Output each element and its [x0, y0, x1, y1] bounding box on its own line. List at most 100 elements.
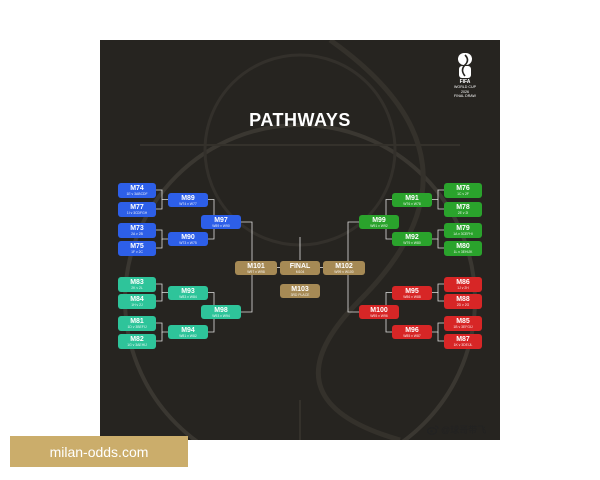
match-box-m97[interactable]: M97 W89 v W90 [201, 215, 241, 229]
logo-line-2: 2026 [461, 89, 469, 94]
match-code: M97 [214, 217, 228, 224]
match-box-m99[interactable]: M99 W91 v W92 [359, 215, 399, 229]
match-teams: 3RD PLACE [290, 293, 310, 297]
match-box-m81[interactable]: M81 1D v 3BEFIJ [118, 316, 156, 331]
match-code: M91 [405, 194, 419, 202]
site-badge[interactable]: milan-odds.com [10, 436, 188, 467]
match-code: M74 [130, 185, 144, 192]
logo-line-3: FINAL DRAW [454, 94, 476, 98]
match-code: M94 [181, 327, 195, 334]
match-code: M103 [291, 286, 309, 293]
match-teams: 1J v 2H [457, 286, 469, 290]
match-teams: 2K v 2L [131, 286, 143, 290]
weibo-watermark: @球哥带飞 [427, 423, 486, 436]
match-box-m84[interactable]: M84 1H v 2J [118, 294, 156, 309]
site-badge-text: milan-odds.com [49, 443, 149, 460]
match-box-m93[interactable]: M93 W83 v W84 [168, 285, 208, 300]
match-box-m73[interactable]: M73 2A v 2B [118, 223, 156, 238]
match-teams: 1C v 2F [457, 192, 469, 196]
match-teams: 1G v 3AEHIJ [127, 343, 147, 347]
match-code: M99 [372, 217, 386, 224]
match-teams: W76 v W78 [403, 201, 421, 206]
match-box-m78[interactable]: M78 2E v 2I [444, 202, 482, 217]
match-code: M89 [181, 194, 195, 202]
match-box-m82[interactable]: M82 1G v 3AEHIJ [118, 334, 156, 349]
match-box-m87[interactable]: M87 1K v 3DEIJL [444, 334, 482, 349]
match-code: M77 [130, 204, 144, 211]
logo-line-1: WORLD CUP [454, 85, 476, 89]
match-teams: 1K v 3DEIJL [453, 343, 473, 347]
poster-title: PATHWAYS [249, 110, 351, 130]
weibo-icon [427, 425, 439, 435]
match-box-m88[interactable]: M88 2D v 2G [444, 294, 482, 309]
match-teams: 1I v 3CDFGH [126, 211, 148, 215]
match-code: M79 [456, 225, 470, 232]
match-box-m75[interactable]: M75 1F v 2C [118, 241, 156, 256]
match-teams: 2D v 2G [456, 303, 470, 307]
match-box-m86[interactable]: M86 1J v 2H [444, 277, 482, 292]
match-box-m76[interactable]: M76 1C v 2F [444, 183, 482, 198]
bracket-lines [156, 189, 444, 342]
match-box-m90[interactable]: M90 W73 v W75 [168, 232, 208, 246]
match-box-m77[interactable]: M77 1I v 3CDFGH [118, 202, 156, 217]
match-box-m74[interactable]: M74 1E v 3ABCDF [118, 183, 156, 198]
match-code: M82 [130, 336, 144, 343]
match-box-m94[interactable]: M94 W81 v W82 [168, 325, 208, 339]
match-teams: W93 v W94 [212, 314, 230, 318]
logo-brand: FIFA [459, 79, 471, 85]
match-box-m80[interactable]: M80 1L v 3EHIJK [444, 241, 482, 256]
match-box-m103[interactable]: M103 3RD PLACE [280, 284, 320, 298]
match-teams: W81 v W82 [179, 334, 197, 338]
match-code: M84 [130, 296, 144, 303]
match-teams: 1F v 2C [131, 250, 143, 254]
match-code: M83 [130, 279, 144, 286]
match-code: M95 [405, 287, 419, 295]
match-code: M92 [405, 234, 419, 241]
bracket-poster: FIFA WORLD CUP 2026 FINAL DRAW PATHWAYS [100, 40, 500, 440]
match-box-m101[interactable]: M101 W97 v W98 [235, 260, 277, 275]
match-box-m102[interactable]: M102 W99 v W100 [323, 260, 365, 275]
match-box-final[interactable]: FINAL M104 [280, 260, 320, 275]
match-box-m98[interactable]: M98 W93 v W94 [201, 305, 241, 319]
match-code: M98 [214, 307, 228, 314]
match-box-m83[interactable]: M83 2K v 2L [118, 277, 156, 292]
match-box-m91[interactable]: M91 W76 v W78 [392, 192, 432, 207]
match-teams: W74 v W77 [179, 201, 197, 206]
match-code: M80 [456, 243, 470, 250]
match-code: M75 [130, 243, 144, 250]
match-teams: W99 v W100 [334, 269, 354, 274]
match-teams: W85 v W87 [403, 334, 421, 338]
match-code: M90 [181, 234, 195, 241]
match-code: M78 [456, 204, 470, 211]
match-code: M81 [130, 318, 144, 325]
match-box-m92[interactable]: M92 W79 v W80 [392, 232, 432, 246]
match-box-m96[interactable]: M96 W85 v W87 [392, 325, 432, 339]
match-code: M86 [456, 279, 470, 286]
match-teams: 1D v 3BEFIJ [127, 325, 147, 329]
match-box-m100[interactable]: M100 W95 v W96 [359, 305, 399, 319]
match-code: M101 [247, 262, 265, 270]
match-box-m85[interactable]: M85 1B v 3EFGIJ [444, 316, 482, 331]
match-box-m79[interactable]: M79 1A v 3CEFHI [444, 223, 482, 238]
match-box-m89[interactable]: M89 W74 v W77 [168, 192, 208, 207]
match-teams: 1B v 3EFGIJ [453, 325, 473, 329]
match-teams: M104 [295, 269, 305, 274]
match-teams: W86 v W88 [403, 294, 421, 299]
match-teams: 2E v 2I [457, 211, 469, 215]
match-teams: W91 v W92 [370, 224, 388, 228]
match-teams: W97 v W98 [247, 269, 265, 274]
match-code: M100 [370, 307, 388, 314]
fifa-world-cup-2026-logo: FIFA WORLD CUP 2026 FINAL DRAW [450, 52, 480, 99]
match-code: M73 [130, 225, 144, 232]
trophy-icon [458, 53, 472, 78]
match-code: M76 [456, 185, 470, 192]
watermark-text: @球哥带飞 [441, 425, 487, 435]
match-teams: W79 v W80 [403, 241, 421, 245]
match-code: M85 [456, 318, 470, 325]
match-code: M87 [456, 336, 470, 343]
match-box-m95[interactable]: M95 W86 v W88 [392, 285, 432, 300]
match-teams: 1A v 3CEFHI [453, 232, 473, 236]
match-teams: 1E v 3ABCDF [126, 192, 148, 196]
match-teams: 1H v 2J [131, 303, 143, 307]
match-teams: W89 v W90 [212, 224, 230, 228]
